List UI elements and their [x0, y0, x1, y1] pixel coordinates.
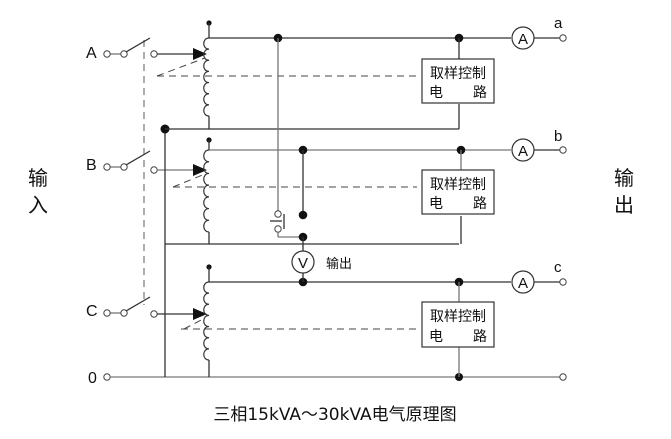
ammeter-symbol: A	[518, 31, 528, 48]
sampling-control-box-a: 取样控制 电 路	[421, 58, 495, 104]
sampling-control-box-c: 取样控制 电 路	[421, 301, 495, 348]
output-terminal-label-c: c	[554, 259, 562, 276]
input-terminal-b	[103, 163, 111, 171]
box-line2-left: 电	[429, 329, 443, 345]
transformer-winding-c	[203, 281, 210, 361]
voltmeter-symbol: V	[298, 255, 308, 272]
output-side-label-2: 出	[614, 193, 634, 217]
selector-contact	[274, 225, 282, 233]
box-line2-left: 电	[429, 196, 443, 212]
input-side-label-2: 入	[28, 193, 48, 217]
box-line2-right: 路	[473, 196, 487, 212]
switch-phase-c	[103, 296, 207, 320]
input-terminal-neutral	[103, 373, 111, 381]
input-terminal-a	[103, 50, 111, 58]
output-terminal-neutral	[559, 373, 567, 381]
diagram-title: 三相15kVA～30kVA电气原理图	[213, 405, 456, 425]
tap-arrow-b	[193, 164, 207, 176]
input-terminal-label-b: B	[86, 157, 97, 174]
box-line1: 取样控制	[430, 177, 486, 193]
transformer-winding-a	[203, 37, 210, 117]
box-line2-right: 路	[473, 329, 487, 345]
selector-contact	[274, 210, 282, 218]
voltmeter: V	[291, 250, 315, 274]
sampling-control-box-b: 取样控制 电 路	[421, 169, 495, 215]
input-terminal-c	[103, 309, 111, 317]
transformer-winding-b	[203, 149, 210, 233]
tap-arrow-a	[193, 48, 207, 60]
output-terminal-label-b: b	[554, 128, 562, 145]
input-terminal-label-neutral: 0	[88, 370, 97, 387]
switch-phase-b	[103, 150, 207, 176]
box-line1: 取样控制	[430, 66, 486, 82]
input-terminal-label-a: A	[86, 45, 97, 62]
ammeter-symbol: A	[518, 143, 528, 160]
box-line1: 取样控制	[430, 309, 486, 325]
ammeter-c: A	[511, 270, 535, 294]
box-line2-left: 电	[429, 85, 443, 101]
output-terminal-c	[559, 278, 567, 286]
tap-arrow-c	[193, 308, 207, 320]
output-side-label-1: 输	[614, 166, 634, 190]
autotransformer-coils	[203, 37, 210, 361]
ammeter-a: A	[511, 26, 535, 50]
input-side-label-1: 输	[28, 166, 48, 190]
junction	[298, 210, 308, 220]
input-terminal-label-c: C	[86, 303, 98, 320]
switch-phase-a	[103, 37, 207, 60]
output-terminal-label-a: a	[554, 15, 563, 32]
voltmeter-label: 输出	[326, 256, 352, 272]
output-terminal-a	[559, 34, 567, 42]
output-terminal-b	[559, 146, 567, 154]
ammeter-b: A	[511, 138, 535, 162]
ammeter-symbol: A	[518, 275, 528, 292]
box-line2-right: 路	[473, 85, 487, 101]
